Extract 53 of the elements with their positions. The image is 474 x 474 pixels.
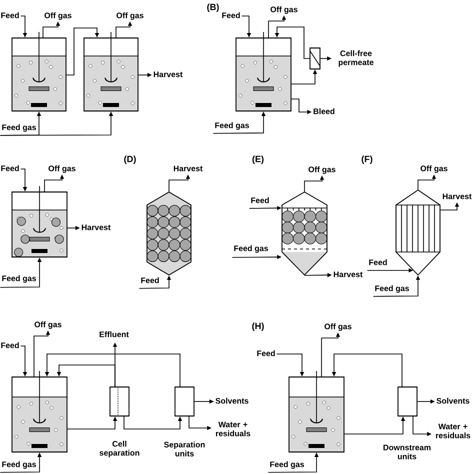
unit-label: Cell separation [100, 440, 140, 458]
panel-label: (F) [362, 156, 372, 164]
bioreactor-drawing [12, 32, 66, 112]
panel-label: (H) [252, 322, 264, 331]
bioreactor-drawing [12, 186, 68, 258]
separation-unit [398, 386, 418, 416]
bioreactor-drawing [288, 370, 344, 452]
bioreactor-drawing [84, 32, 138, 112]
stream-label: Off gas [270, 6, 298, 14]
stream-label: Harvest [154, 72, 183, 78]
stream-label: Feed gas [2, 275, 36, 283]
stream-label: Feed [251, 197, 269, 204]
stream-label: Off gas [308, 166, 336, 174]
unit-label: Downstream units [384, 444, 431, 460]
stream-label: Solvents [216, 398, 248, 404]
arrow [66, 28, 100, 76]
stream-label: Harvest [174, 166, 203, 172]
stream-label: Feed [1, 342, 19, 348]
stream-label: Feed [141, 277, 159, 284]
stream-label: Off gas [44, 12, 72, 20]
stream-label: Effluent [100, 331, 129, 338]
stream-label: Off gas [116, 12, 144, 20]
panel-label: (D) [124, 156, 136, 164]
stream-label: Feed gas [215, 122, 249, 130]
panel-label: (E) [252, 156, 264, 164]
stream-label: Feed gas [375, 285, 410, 293]
stream-label: Cell-free permeate [338, 50, 374, 67]
stream-label: Off gas [34, 321, 62, 329]
panel-label: (B) [207, 4, 219, 12]
stream-label: Feed [369, 259, 387, 266]
stream-label: Feed gas [234, 245, 268, 253]
stream-label: Feed gas [2, 124, 36, 132]
unit-label: Separation units [164, 442, 205, 456]
stream-label: Feed [257, 350, 275, 356]
bioreactor-drawing [236, 32, 292, 112]
bioreactor-drawing [12, 370, 68, 452]
stream-label: Harvest [442, 194, 472, 200]
stream-label: Solvents [436, 398, 470, 404]
stream-label: Water + residuals [436, 424, 470, 438]
separation-unit [174, 386, 194, 416]
stream-label: Water + residuals [216, 422, 250, 436]
stream-label: Feed gas [270, 461, 304, 469]
stream-label: Feed [222, 12, 240, 18]
stream-label: Off gas [48, 165, 76, 173]
stream-label: Harvest [334, 272, 363, 278]
stream-label: Harvest [82, 224, 111, 230]
stream-label: Bleed [314, 108, 334, 114]
membrane-filter [310, 48, 320, 70]
stream-label: Off gas [420, 165, 448, 173]
stream-label: Feed gas [2, 461, 36, 469]
stream-label: Feed [1, 12, 19, 18]
stream-label: Feed [1, 165, 19, 172]
stream-label: Off gas [324, 323, 352, 331]
